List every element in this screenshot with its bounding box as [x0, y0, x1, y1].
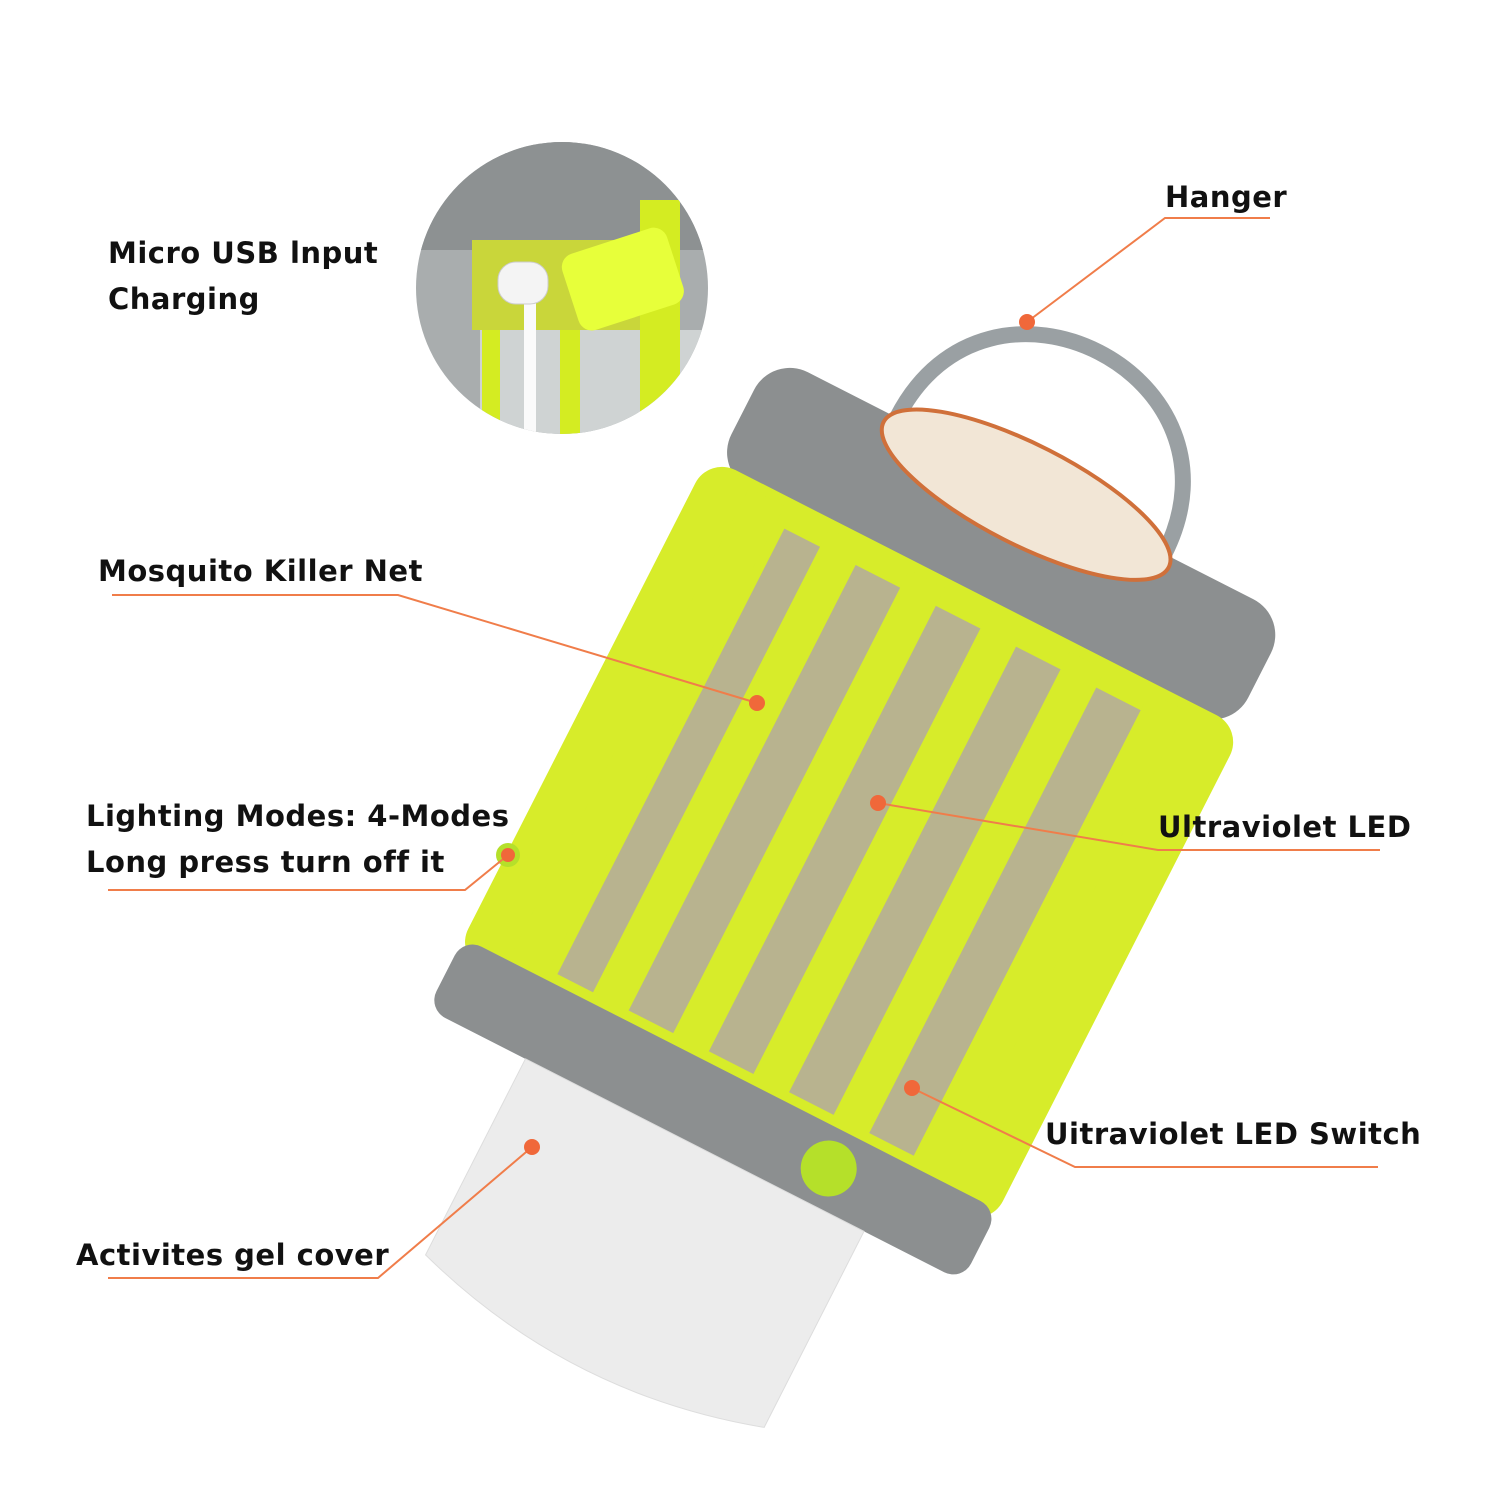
uv-switch-button	[800, 1140, 857, 1197]
label-modes-line1: Lighting Modes: 4-Modes	[86, 799, 510, 833]
label-net: Mosquito Killer Net	[98, 554, 423, 588]
hanger-handle	[889, 326, 1191, 558]
callout-dots	[501, 314, 1035, 1155]
label-uv-switch: Uitraviolet LED Switch	[1045, 1117, 1422, 1151]
lantern	[424, 326, 1276, 1428]
label-hanger: Hanger	[1165, 180, 1288, 214]
leader-lines	[108, 217, 1380, 1279]
label-uv-led: Ultraviolet LED	[1158, 810, 1412, 844]
usb-port-inset	[416, 142, 708, 434]
label-usb-line2: Charging	[108, 282, 260, 316]
label-gel-cover: Activites gel cover	[76, 1238, 390, 1272]
label-usb-line1: Micro USB lnput	[108, 236, 379, 270]
label-modes-line2: Long press turn off it	[86, 845, 445, 879]
